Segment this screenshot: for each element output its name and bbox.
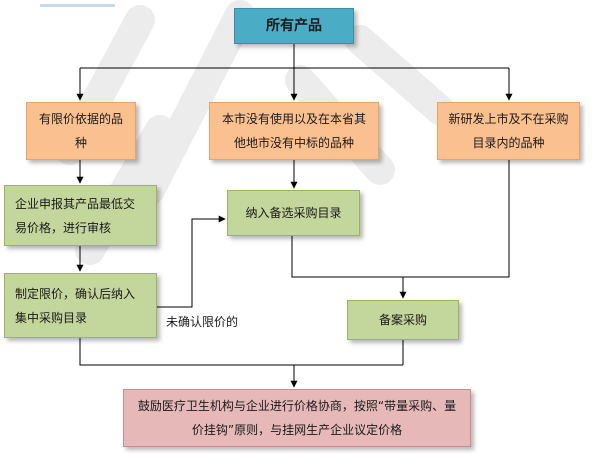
- node-filing-procurement: 备案采购: [347, 300, 459, 340]
- node-negotiation: 鼓励医疗卫生机构与企业进行价格协商，按照“带量采购、量价挂钩”原则，与挂网生产企…: [123, 389, 471, 447]
- node-new-products: 新研发上市及不在采购目录内的品种: [437, 102, 580, 160]
- arrow-unconfirmed: [157, 215, 226, 308]
- node-not-used-in-province: 本市没有使用以及在本省其他地市没有中标的品种: [209, 102, 379, 160]
- node-add-candidate-catalog: 纳入备选采购目录: [227, 190, 360, 236]
- line-candidate-to-filing: [291, 236, 403, 278]
- node-limited-price-basis: 有限价依据的品种: [26, 102, 136, 160]
- line-new-to-filing: [403, 160, 510, 278]
- node-all-products: 所有产品: [234, 8, 354, 44]
- node-set-price-limit: 制定限价，确认后纳入集中采购目录: [4, 273, 157, 338]
- node-enterprise-report: 企业申报其产品最低交易价格，进行审核: [4, 185, 157, 246]
- label-unconfirmed-price-limit: 未确认限价的: [166, 315, 239, 329]
- line-set-limit-bottom: [79, 338, 403, 366]
